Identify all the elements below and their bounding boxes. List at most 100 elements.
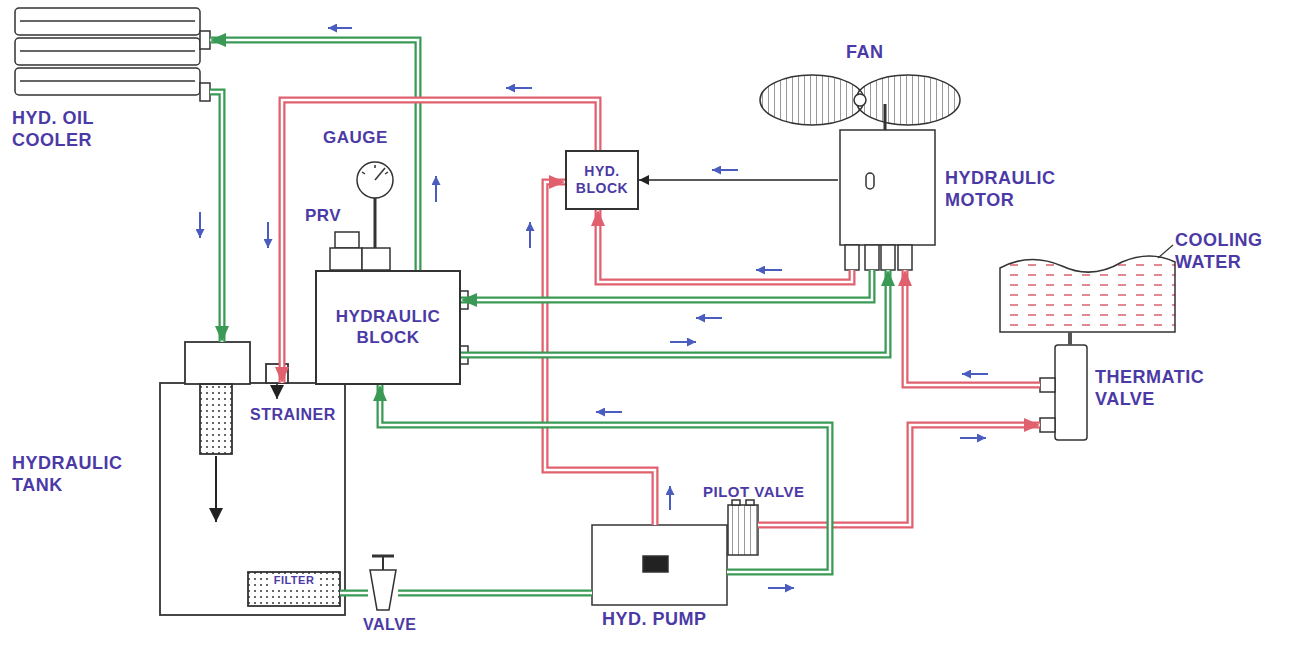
cooler-tube <box>15 38 200 65</box>
pipe-bore <box>598 210 852 282</box>
part-label: HYD. OIL COOLER <box>12 108 122 151</box>
part-label: HYDRAULIC MOTOR <box>945 168 1070 211</box>
part-label: HYD. PUMP <box>602 609 722 631</box>
pilot-pipe <box>758 425 1040 525</box>
oil-pipe <box>340 593 368 594</box>
flow-arrow <box>756 269 782 271</box>
cooler-fin <box>20 20 195 22</box>
flow-arrow <box>328 27 352 29</box>
part-label: FILTER <box>272 574 317 587</box>
strainer-element <box>200 384 232 454</box>
pipe-outline <box>598 210 852 282</box>
pipe-outline <box>758 425 1040 525</box>
gauge-tick <box>362 165 388 174</box>
motor-body <box>840 130 935 245</box>
motor-port <box>845 245 859 270</box>
part-label: HYD. BLOCK <box>567 163 637 197</box>
pump-inlet <box>643 556 668 572</box>
pipe-bore <box>758 425 1040 525</box>
flow-arrow <box>276 384 278 399</box>
relief-valve: PRV <box>333 232 361 248</box>
part-label: HYDRAULIC TANK <box>12 453 142 496</box>
part-label: PILOT VALVE <box>703 483 833 501</box>
flow-arrow <box>670 341 696 343</box>
hydraulic-motor: HYDRAULIC MOTOR <box>838 130 938 270</box>
hyd-block: HYD. BLOCK <box>565 150 639 210</box>
pipe-bore <box>210 40 418 270</box>
pipe-outline <box>1068 332 1072 345</box>
flow-arrows <box>200 28 988 588</box>
oil-pipe <box>461 270 872 300</box>
pump-body <box>592 525 727 605</box>
part-label: GAUGE <box>323 128 403 148</box>
cooler-fin <box>20 50 195 52</box>
pipe-outline <box>210 40 418 270</box>
fan: FAN <box>760 72 960 130</box>
flow-arrow <box>529 222 531 248</box>
pipe-outline <box>639 179 838 181</box>
cooler-tube <box>15 68 200 95</box>
motor-port <box>865 245 879 270</box>
cooler-fitting <box>200 83 210 101</box>
flow-arrow <box>960 437 986 439</box>
prv-knob <box>335 232 359 248</box>
oil-pipe <box>461 270 888 355</box>
hydraulic-pump: HYD. PUMP <box>592 525 727 605</box>
pipe-outline <box>461 270 888 355</box>
gauge-stem <box>374 198 377 248</box>
flow-arrow <box>199 212 201 238</box>
hydraulic-motor <box>840 130 935 270</box>
thermatic-valve <box>1040 345 1087 440</box>
hydraulic-block: HYDRAULIC BLOCK <box>315 270 461 385</box>
cooling-water: COOLING WATER <box>995 252 1175 332</box>
filter: FILTER <box>248 572 340 606</box>
valve-stem <box>382 556 384 570</box>
oil-cooler <box>15 8 210 101</box>
pilot-valve: PILOT VALVE <box>728 505 758 555</box>
pipe-outline <box>210 92 222 342</box>
pipe-bore <box>461 270 872 300</box>
valve-body <box>370 570 396 610</box>
part-label: VALVE <box>363 615 433 634</box>
oil-pipe <box>380 385 830 572</box>
pipe-bore <box>398 592 592 595</box>
gauge-dial <box>357 162 393 198</box>
pipe-outline <box>398 590 592 597</box>
shutoff-valve <box>370 556 396 610</box>
flow-arrow <box>267 222 269 248</box>
fan-hub <box>854 94 866 106</box>
signal-line <box>639 180 838 181</box>
fan-blade <box>760 75 864 125</box>
pilot-pipe <box>598 210 852 282</box>
fan-shaft <box>884 104 887 130</box>
pipe-bore <box>380 385 830 572</box>
motor-port <box>881 245 895 270</box>
pilot-valve-nub <box>746 500 754 505</box>
cooler-fin <box>20 80 195 82</box>
pipe-outline <box>905 270 1040 385</box>
valve-port <box>1040 378 1055 392</box>
flow-arrow <box>506 87 532 89</box>
oil-pipe <box>398 593 592 594</box>
valve-port <box>1040 418 1055 432</box>
connectors <box>210 40 1070 593</box>
valve-body <box>1055 345 1087 440</box>
pilot-pipe <box>905 270 1040 385</box>
part-label: PRV <box>305 206 355 226</box>
hydraulic-pump <box>592 500 758 605</box>
cooling-water <box>1000 256 1175 332</box>
oil-pipe <box>210 40 418 270</box>
hydraulic-tank: HYDRAULIC TANKSTRAINERFILTER <box>160 383 345 615</box>
fan <box>760 75 960 130</box>
cooler-tube <box>15 8 200 35</box>
pipe-outline <box>380 385 830 572</box>
oil-cooler: HYD. OIL COOLER <box>15 8 210 100</box>
part-label: FAN <box>846 42 916 64</box>
pilot-valve-body <box>728 505 758 555</box>
strainer-housing <box>185 342 250 384</box>
motor-port <box>898 245 912 270</box>
pipe-outline <box>461 270 872 300</box>
